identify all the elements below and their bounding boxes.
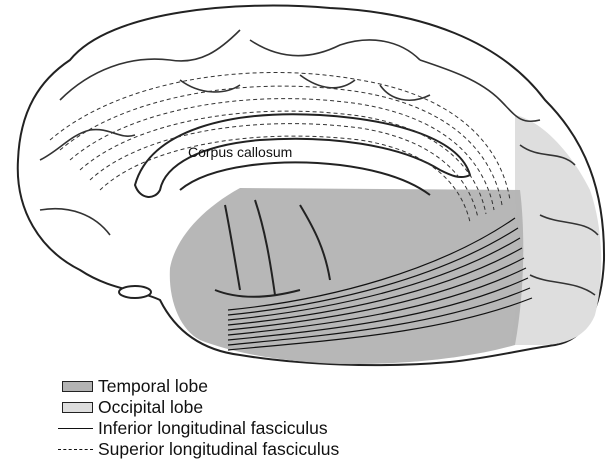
- occipital-lobe-swatch: [62, 402, 93, 413]
- dashed-line-swatch: [58, 449, 93, 450]
- occipital-lobe-region: [510, 115, 601, 345]
- legend-label: Occipital lobe: [98, 397, 203, 418]
- legend: Temporal lobe Occipital lobe Inferior lo…: [22, 376, 422, 460]
- temporal-lobe-swatch: [62, 381, 93, 392]
- legend-item-inferior-fasciculus: Inferior longitudinal fasciculus: [22, 418, 422, 439]
- legend-label: Superior longitudinal fasciculus: [98, 439, 339, 460]
- legend-item-occipital-lobe: Occipital lobe: [22, 397, 422, 418]
- corpus-callosum-label: Corpus callosum: [188, 144, 292, 160]
- legend-label: Inferior longitudinal fasciculus: [98, 418, 328, 439]
- legend-item-superior-fasciculus: Superior longitudinal fasciculus: [22, 439, 422, 460]
- solid-line-swatch: [58, 428, 93, 429]
- temporal-lobe-region: [170, 188, 524, 364]
- legend-label: Temporal lobe: [98, 376, 208, 397]
- legend-item-temporal-lobe: Temporal lobe: [22, 376, 422, 397]
